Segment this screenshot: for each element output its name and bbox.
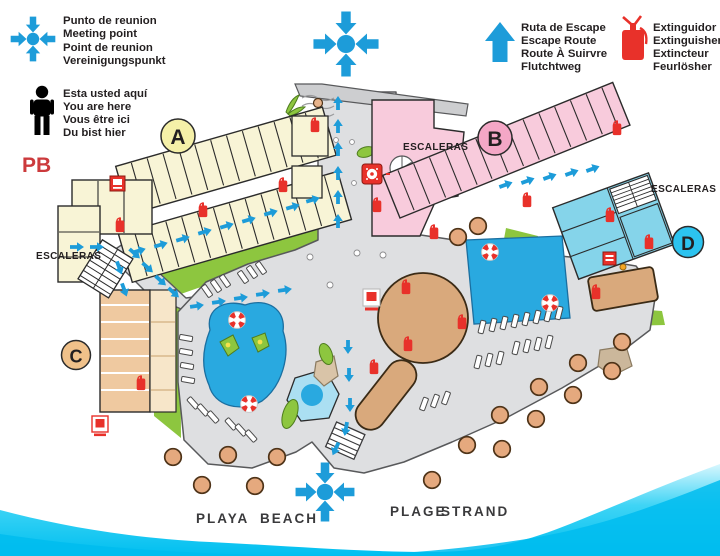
bush-1 — [281, 399, 299, 429]
stairs-d — [609, 174, 657, 215]
legend-here-line-1: Esta usted aquí — [63, 88, 148, 100]
kiosk-dot — [312, 97, 324, 109]
extinguisher-icon — [198, 201, 208, 218]
sea — [0, 464, 720, 556]
beach-label-playa: PLAYA — [196, 511, 249, 526]
building-d — [551, 171, 676, 281]
meeting-point-icon — [313, 11, 378, 76]
escape-route-arrow-icon — [485, 22, 515, 62]
person-icon — [30, 85, 54, 135]
plan-sign — [91, 415, 109, 437]
legend-meeting-line-1: Punto de reunion — [63, 15, 157, 27]
beach-bar — [587, 266, 659, 312]
beach-label-beach: BEACH — [260, 511, 318, 526]
legend: Punto de reunion Meeting point Point de … — [11, 15, 720, 177]
legend-route-line-2: Escape Route — [521, 35, 596, 47]
badge-b-letter: B — [487, 128, 502, 151]
capsule-building — [354, 359, 418, 431]
extinguisher-icon — [429, 223, 439, 240]
legend-ext-line-4: Feurlösher — [653, 61, 712, 73]
bush-2 — [318, 342, 334, 366]
legend-here-line-4: Du bist hier — [63, 127, 126, 139]
hose-cabinet-sign — [109, 175, 126, 192]
legend-meeting-line-4: Vereinigungspunkt — [63, 55, 166, 67]
badge-d: D — [671, 225, 705, 259]
building-c — [99, 289, 177, 413]
floor-label: PB — [22, 154, 51, 177]
legend-ext-line-3: Extincteur — [653, 48, 709, 60]
section-badges: A B C D — [60, 118, 705, 371]
map-labels: ESCALERAS ESCALERAS ESCALERAS PLAYA BEAC… — [36, 142, 716, 526]
legend-here-line-2: You are here — [63, 101, 131, 113]
extinguisher-icon — [622, 15, 648, 60]
legend-route-line-1: Ruta de Escape — [521, 22, 606, 34]
beach-label-plage: PLAGE — [390, 504, 447, 519]
legend-ext-line-1: Extinguidor — [653, 22, 717, 34]
building-a-annex — [57, 115, 329, 283]
lifebuoy-icon — [482, 244, 499, 261]
stairs-label-right: ESCALERAS — [651, 184, 716, 195]
badge-c-letter: C — [70, 347, 83, 367]
badge-d-letter: D — [681, 234, 695, 255]
legend-route-line-3: Route À Suirvre — [521, 47, 607, 60]
sea-wave-deep — [0, 480, 720, 556]
legend-route-line-4: Flutchtweg — [521, 61, 581, 73]
legend-meeting-line-2: Meeting point — [63, 28, 137, 40]
lawn-upper — [150, 222, 332, 302]
plan-sign — [362, 288, 381, 311]
alarm-sign — [361, 163, 390, 185]
extinguisher-icon — [278, 176, 288, 193]
beach-label-strand: STRAND — [441, 504, 509, 519]
legend-ext-line-2: Extinguisher — [653, 35, 720, 47]
stairs-left — [77, 238, 134, 299]
badge-a: A — [160, 118, 196, 154]
badge-b: B — [477, 120, 513, 156]
pool-islands — [219, 332, 270, 357]
legend-meeting-line-3: Point de reunion — [63, 42, 153, 54]
badge-c: C — [60, 339, 92, 371]
badge-a-letter: A — [170, 126, 185, 149]
lifebuoy-icon — [241, 396, 258, 413]
freeform-pool — [203, 301, 287, 408]
lifebuoy-icon — [542, 295, 559, 312]
safety-signs — [91, 163, 617, 437]
stairs-label-left: ESCALERAS — [36, 251, 101, 262]
meeting-point-icon — [11, 17, 56, 62]
stairs-label-center: ESCALERAS — [403, 142, 468, 153]
legend-here-line-3: Vous être ici — [63, 114, 130, 126]
orange-dot — [619, 263, 627, 271]
round-palapa — [377, 272, 469, 364]
extinguisher-icon — [522, 191, 532, 208]
lifebuoy-icon — [229, 312, 246, 329]
map-sign — [602, 251, 617, 266]
